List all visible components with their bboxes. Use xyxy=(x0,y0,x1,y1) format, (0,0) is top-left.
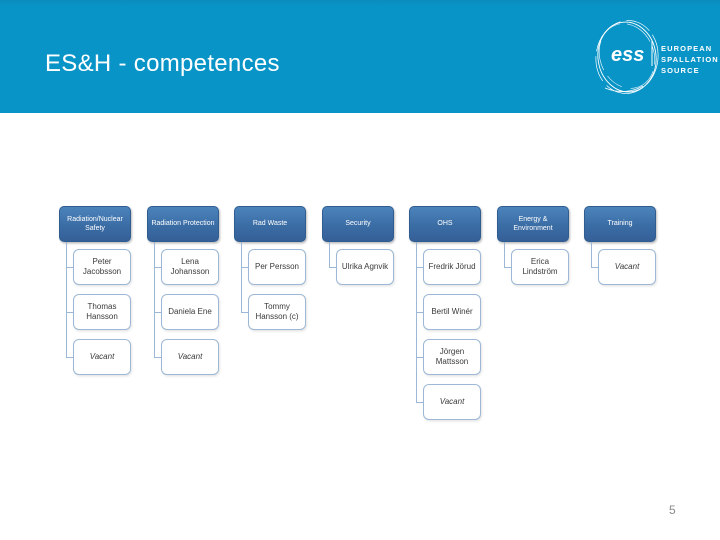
connector-line xyxy=(154,312,161,313)
connector-line xyxy=(66,267,73,268)
connector-line xyxy=(154,267,161,268)
org-member-box: Tommy Hansson (c) xyxy=(248,294,306,330)
connector-line xyxy=(416,267,423,268)
connector-line xyxy=(416,402,423,403)
connector-line xyxy=(241,242,242,313)
connector-line xyxy=(154,242,155,358)
org-header-box: Energy & Environment xyxy=(497,206,569,242)
connector-line xyxy=(329,242,330,268)
org-member-box: Fredrik Jörud xyxy=(423,249,481,285)
org-header-box: Rad Waste xyxy=(234,206,306,242)
org-member-box-vacant: Vacant xyxy=(598,249,656,285)
org-member-box-vacant: Vacant xyxy=(161,339,219,375)
org-member-box: Erica Lindström xyxy=(511,249,569,285)
connector-line xyxy=(591,242,592,268)
connector-line xyxy=(416,357,423,358)
org-header-box: Security xyxy=(322,206,394,242)
ess-wordmark: ess xyxy=(611,44,644,66)
page-number: 5 xyxy=(669,503,676,517)
org-member-box-vacant: Vacant xyxy=(73,339,131,375)
connector-line xyxy=(591,267,598,268)
org-member-box: Jörgen Mattsson xyxy=(423,339,481,375)
title-band: ES&H - competences ess EUROPEAN SPALLATI… xyxy=(0,0,720,113)
connector-line xyxy=(66,242,67,358)
connector-line xyxy=(504,267,511,268)
org-header-box: Training xyxy=(584,206,656,242)
connector-line xyxy=(241,312,248,313)
connector-line xyxy=(154,357,161,358)
org-member-box: Lena Johansson xyxy=(161,249,219,285)
connector-line xyxy=(241,267,248,268)
org-header-box: Radiation Protection xyxy=(147,206,219,242)
connector-line xyxy=(416,242,417,403)
logo-text-line: SOURCE xyxy=(661,66,700,75)
org-member-box: Peter Jacobsson xyxy=(73,249,131,285)
connector-line xyxy=(504,242,505,268)
ess-logo-text: EUROPEAN SPALLATION SOURCE xyxy=(661,43,719,76)
slide-title: ES&H - competences xyxy=(45,50,280,77)
org-member-box: Thomas Hansson xyxy=(73,294,131,330)
logo-text-line: EUROPEAN xyxy=(661,44,713,53)
connector-line xyxy=(66,357,73,358)
org-header-box: OHS xyxy=(409,206,481,242)
org-header-box: Radiation/Nuclear Safety xyxy=(59,206,131,242)
org-member-box-vacant: Vacant xyxy=(423,384,481,420)
org-member-box: Per Persson xyxy=(248,249,306,285)
connector-line xyxy=(416,312,423,313)
org-member-box: Bertil Winér xyxy=(423,294,481,330)
connector-line xyxy=(66,312,73,313)
ess-logo-icon: ess xyxy=(595,20,659,94)
connector-line xyxy=(329,267,336,268)
org-member-box: Ulrika Agnvik xyxy=(336,249,394,285)
logo-text-line: SPALLATION xyxy=(661,55,719,64)
org-member-box: Daniela Ene xyxy=(161,294,219,330)
